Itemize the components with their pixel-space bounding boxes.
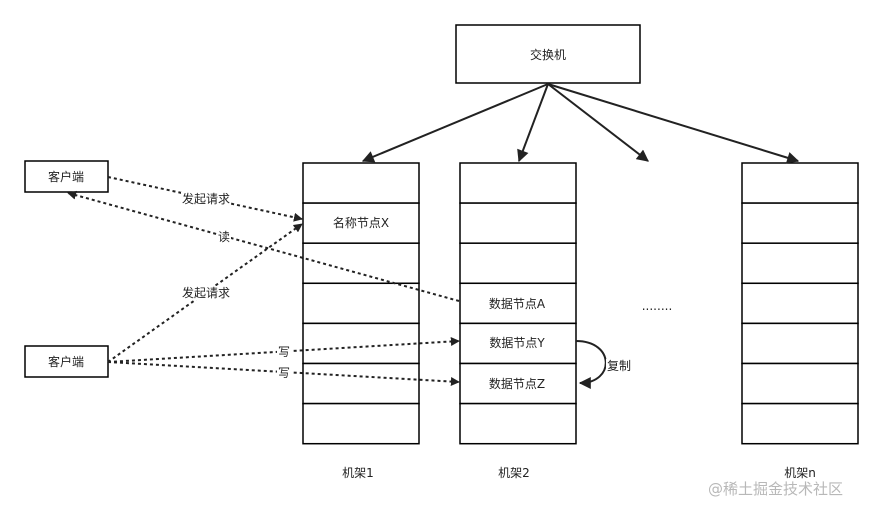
- rack1-cell-3: [302, 242, 420, 285]
- rack2-cell-2: [459, 202, 577, 244]
- switch-label: 交换机: [529, 48, 567, 62]
- edge-label-replicate: 复制: [605, 359, 633, 373]
- watermark: @稀土掘金技术社区: [708, 480, 844, 498]
- switch-box: [455, 24, 641, 84]
- switch-to-rack1-arrow: [361, 83, 549, 163]
- rack1-cell-7: [302, 402, 420, 445]
- rack1-cell-6: [302, 362, 420, 405]
- ellipsis-text: ........: [641, 299, 673, 313]
- rack1-cell-1: [302, 162, 420, 204]
- client-label-bottom: 客户端: [47, 355, 85, 369]
- client-box-bottom: [24, 345, 109, 378]
- rack3-cell-1: [741, 162, 859, 204]
- switch-to-rackn-arrow: [547, 83, 800, 164]
- edge-label-request-bottom: 发起请求: [180, 286, 232, 300]
- edge-label-write-z: 写: [276, 366, 292, 380]
- switch-to-rack2-arrow: [517, 83, 549, 163]
- rack2-cell-3: [459, 242, 577, 285]
- rack1-label: 机架1: [342, 466, 374, 480]
- rackn-label: 机架n: [784, 466, 816, 480]
- racks-layer: [302, 162, 859, 445]
- client-label-top: 客户端: [47, 170, 85, 184]
- rack3-cell-5: [741, 322, 859, 365]
- replicate-arrow: [575, 340, 607, 389]
- rack2-cell-data-node-y: 数据节点Y: [489, 336, 545, 350]
- rack2-cell-6: [459, 362, 577, 405]
- rack3-cell-4: [741, 282, 859, 325]
- request-arrow-bottom: [107, 223, 303, 363]
- rack2-cell-data-node-z: 数据节点Z: [488, 377, 546, 391]
- edge-label-read: 读: [216, 230, 232, 244]
- rack3-cell-3: [741, 242, 859, 285]
- rack1-cell-name-node: 名称节点X: [332, 216, 390, 230]
- rack3-cell-7: [741, 402, 859, 445]
- rack1-cell-4: [302, 282, 420, 325]
- rack2-cell-7: [459, 402, 577, 445]
- rack1-cell-2: [302, 202, 420, 244]
- edge-label-request-top: 发起请求: [180, 192, 232, 206]
- rack2-cell-1: [459, 162, 577, 204]
- edge-label-write-y: 写: [276, 345, 292, 359]
- switch-to-rack3-arrow: [547, 83, 649, 162]
- read-arrow: [67, 190, 460, 302]
- rack2-cell-data-node-a: 数据节点A: [488, 297, 546, 311]
- client-box-top: [24, 160, 109, 193]
- rack2-label: 机架2: [498, 466, 530, 480]
- rack3-cell-6: [741, 362, 859, 405]
- rack3-cell-2: [741, 202, 859, 244]
- rack2-cell-4: [459, 282, 577, 325]
